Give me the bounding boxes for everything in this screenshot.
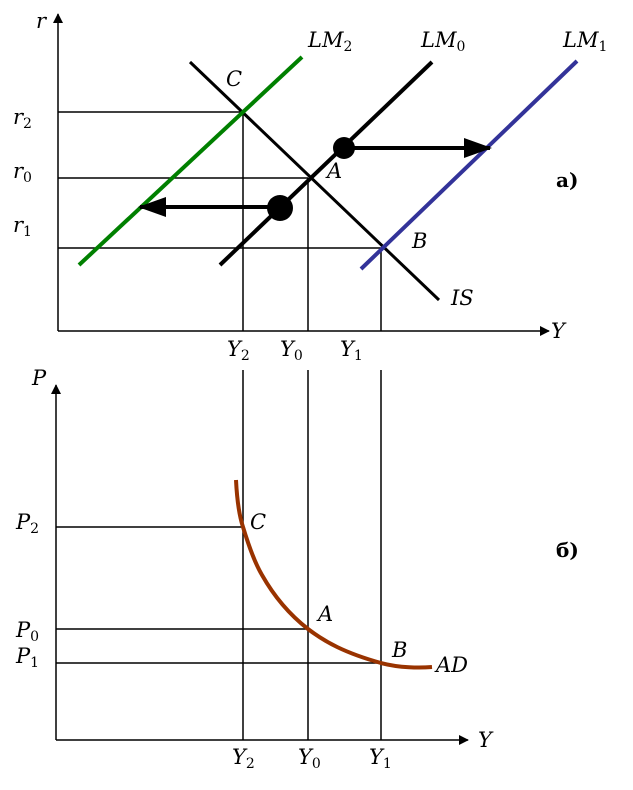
panel-a-label: а) [556,168,578,192]
p0-label: P0 [15,618,39,645]
lm0-label: LM0 [420,28,465,55]
p1-label: P1 [15,644,39,671]
is-curve [188,60,441,302]
point-a-bottom: A [316,602,333,626]
y2-label-top: Y2 [227,337,250,364]
lm2-curve [77,55,304,267]
lm-shift-dot-down [267,195,293,221]
r2-label: r2 [13,105,32,132]
point-c-bottom: C [250,510,266,534]
lm0-curve [218,60,434,267]
ad-panel [51,370,469,745]
lm-shift-dot-up [333,137,355,159]
ad-label: AD [434,653,468,677]
is-label: IS [450,286,474,310]
y0-label-bottom: Y0 [298,745,321,772]
point-c-top: C [226,67,242,91]
y1-label-bottom: Y1 [369,745,392,772]
point-b-bottom: B [391,638,407,662]
p-axis-label: P [31,366,47,390]
ad-curve [234,479,433,670]
is-lm-panel [53,13,579,336]
y0-label-top: Y0 [280,337,303,364]
r-axis-label: r [36,9,48,33]
point-b-top: B [411,229,427,253]
lm2-label: LM2 [307,28,352,55]
y-axis-label: Y [551,319,567,343]
lm1-label: LM1 [562,28,607,55]
r0-label: r0 [13,159,32,186]
p2-label: P2 [15,510,39,537]
lm1-curve [359,59,579,271]
panel-b-label: б) [556,538,579,562]
point-a-top: A [325,159,342,183]
y1-label-top: Y1 [340,337,363,364]
y2-label-bottom: Y2 [232,745,255,772]
y-axis-label-bottom: Y [478,728,494,752]
r1-label: r1 [13,213,32,240]
